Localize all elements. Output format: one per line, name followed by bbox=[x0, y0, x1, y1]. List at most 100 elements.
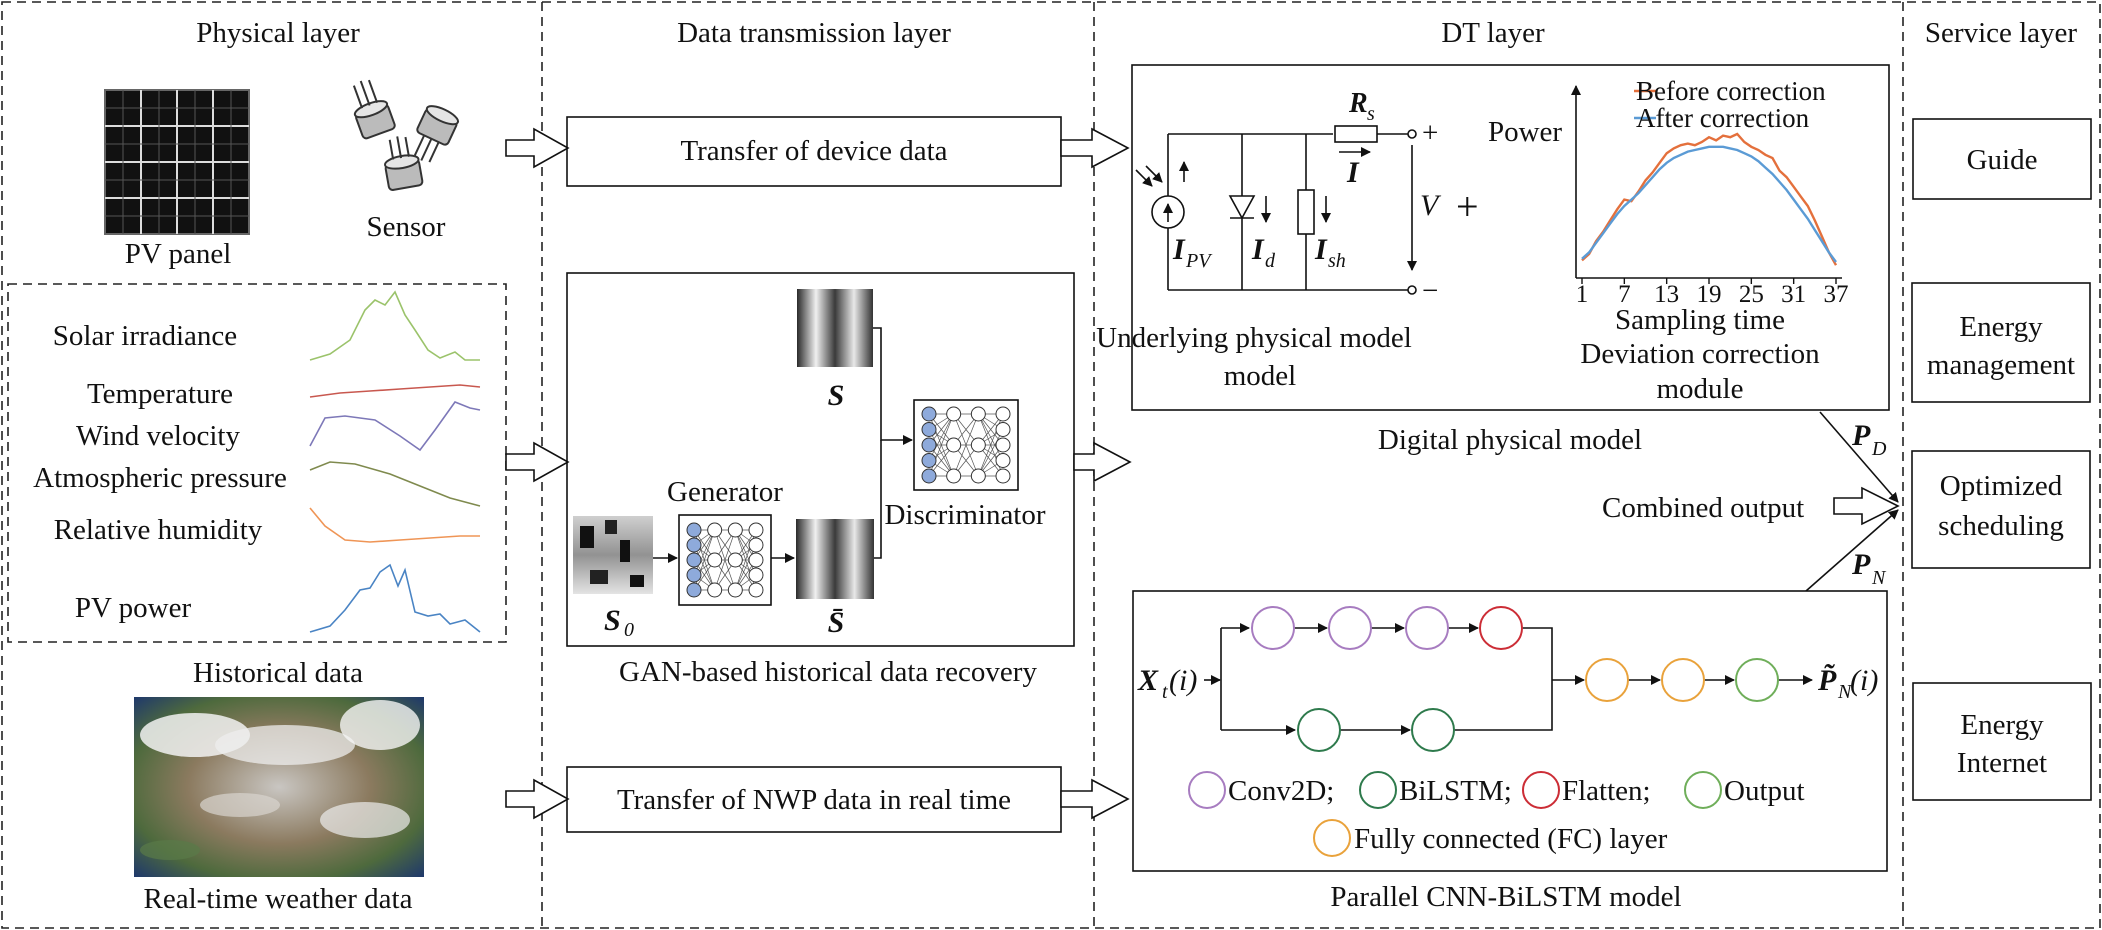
diode-icon bbox=[1228, 195, 1256, 220]
sparkline-5 bbox=[309, 507, 480, 543]
plus-sign: + bbox=[1456, 184, 1479, 229]
sparkline-4 bbox=[309, 461, 481, 507]
rs-label: R bbox=[1348, 88, 1368, 119]
chart-x-tick-label: 25 bbox=[1739, 281, 1764, 308]
generated-sample-image bbox=[796, 519, 874, 599]
service-optimized-scheduling-line-2: scheduling bbox=[1938, 510, 2064, 542]
discriminator-network-icon bbox=[921, 406, 1011, 484]
legend-before: Before correction bbox=[1636, 76, 1826, 106]
dt-layer-title: DT layer bbox=[1441, 17, 1545, 49]
sensor-icon bbox=[352, 79, 460, 191]
service-optimized-scheduling-line-1: Optimized bbox=[1940, 470, 2063, 502]
transmission-layer-title: Data transmission layer bbox=[677, 17, 951, 49]
chart-series-line-2 bbox=[1581, 145, 1837, 263]
physical-model-caption-2: model bbox=[1224, 360, 1297, 392]
output-arg: (i) bbox=[1850, 664, 1878, 697]
pv-panel-label: PV panel bbox=[125, 238, 232, 270]
chart-x-tick-label: 19 bbox=[1697, 281, 1722, 308]
sparkline-6 bbox=[309, 563, 481, 633]
nwp-data-label: Transfer of NWP data in real time bbox=[617, 784, 1011, 816]
variable-pv-power: PV power bbox=[75, 592, 192, 624]
hollow-arrow-nwp-to-dt bbox=[1060, 778, 1130, 820]
noise-sample-texture bbox=[573, 516, 653, 594]
equivalent-circuit bbox=[1135, 125, 1417, 295]
fake-to-discriminator-line bbox=[874, 440, 882, 559]
sensor-label: Sensor bbox=[367, 211, 446, 243]
correction-chart: Power Before correction After correction… bbox=[1488, 76, 1849, 308]
rs-subscript: s bbox=[1367, 103, 1375, 125]
cnn-bilstm-box bbox=[1132, 590, 1888, 872]
noise-sample-subscript: 0 bbox=[624, 619, 634, 641]
discriminator-box bbox=[913, 399, 1019, 491]
generator-box bbox=[678, 514, 772, 606]
realtime-weather-label: Real-time weather data bbox=[144, 883, 413, 915]
physical-layer-title: Physical layer bbox=[196, 17, 360, 49]
noise-sample-label: S bbox=[604, 604, 621, 637]
id-label: I bbox=[1251, 233, 1265, 266]
legend-fc: Fully connected (FC) layer bbox=[1354, 823, 1668, 855]
pn-label: P bbox=[1851, 548, 1871, 581]
historical-data-label: Historical data bbox=[193, 657, 363, 689]
fc-node-3 bbox=[1735, 658, 1779, 702]
legend-flatten: Flatten; bbox=[1562, 775, 1651, 807]
chart-y-label: Power bbox=[1488, 116, 1562, 148]
id-subscript: d bbox=[1265, 250, 1276, 272]
sparkline-2 bbox=[309, 384, 481, 398]
terminal-positive bbox=[1407, 129, 1417, 139]
real-to-discriminator-arrow bbox=[873, 327, 913, 445]
ish-label: I bbox=[1314, 233, 1328, 266]
chart-x-tick-label: 31 bbox=[1781, 281, 1806, 308]
legend-fc-icon bbox=[1313, 819, 1351, 857]
layer-legend: Conv2D; BiLSTM; Flatten; Output Fully co… bbox=[1188, 771, 1805, 857]
terminal-negative bbox=[1407, 285, 1417, 295]
correction-module-caption-2: module bbox=[1657, 373, 1744, 405]
bilstm-branch-node-2 bbox=[1411, 708, 1455, 752]
discriminator-label: Discriminator bbox=[884, 499, 1045, 531]
pd-subscript: D bbox=[1871, 438, 1887, 460]
physical-model-caption-1: Underlying physical model bbox=[1096, 322, 1412, 354]
service-guide: Guide bbox=[1912, 118, 2092, 200]
chart-x-tick-label: 7 bbox=[1618, 281, 1631, 308]
chart-series-line-1 bbox=[1581, 132, 1838, 266]
pn-subscript: N bbox=[1871, 567, 1887, 589]
service-energy-internet-line-1: Energy bbox=[1960, 709, 2044, 741]
output-label: P̃ bbox=[1817, 664, 1837, 697]
cnn-bilstm-network bbox=[1221, 606, 1813, 752]
device-data-label: Transfer of device data bbox=[680, 135, 947, 167]
hollow-arrow-device-to-dt bbox=[1060, 127, 1130, 169]
ish-subscript: sh bbox=[1328, 250, 1346, 272]
fc-node-1 bbox=[1585, 658, 1629, 702]
variable-labels: Solar irradiance Temperature Wind veloci… bbox=[33, 320, 287, 624]
shunt-resistor-icon bbox=[1297, 189, 1315, 235]
generated-sample-label: S̄ bbox=[828, 606, 845, 639]
pn-arrow bbox=[1805, 509, 1899, 592]
variable-atmospheric-pressure: Atmospheric pressure bbox=[33, 462, 287, 494]
light-arrow-icon bbox=[1135, 169, 1153, 187]
service-energy-management-line-2: management bbox=[1927, 349, 2075, 381]
pd-arrow bbox=[1819, 411, 1899, 503]
weather-satellite-image bbox=[134, 697, 424, 877]
legend-bilstm: BiLSTM; bbox=[1399, 775, 1512, 807]
pv-panel-icon bbox=[104, 89, 250, 235]
sparkline-1 bbox=[309, 290, 480, 361]
ipv-label: I bbox=[1172, 233, 1186, 266]
variable-sparklines bbox=[309, 290, 481, 633]
voltage-label: V bbox=[1420, 189, 1442, 222]
input-subscript: t bbox=[1162, 681, 1168, 703]
legend-output: Output bbox=[1724, 775, 1805, 807]
gan-caption: GAN-based historical data recovery bbox=[619, 656, 1037, 688]
bilstm-branch-node-1 bbox=[1297, 708, 1341, 752]
generator-label: Generator bbox=[667, 476, 783, 508]
output-subscript: N bbox=[1837, 681, 1853, 703]
hollow-arrow-historical bbox=[505, 441, 570, 483]
legend-flatten-icon bbox=[1522, 771, 1560, 809]
chart-x-tick-label: 37 bbox=[1824, 281, 1849, 308]
real-sample-image bbox=[797, 289, 873, 367]
service-energy-management-line-1: Energy bbox=[1959, 311, 2043, 343]
chart-x-tick-label: 1 bbox=[1576, 281, 1589, 308]
sparkline-3 bbox=[309, 401, 481, 452]
cnn-caption: Parallel CNN-BiLSTM model bbox=[1330, 881, 1681, 913]
input-label: X bbox=[1137, 664, 1159, 697]
service-energy-management: Energy management bbox=[1911, 282, 2091, 403]
